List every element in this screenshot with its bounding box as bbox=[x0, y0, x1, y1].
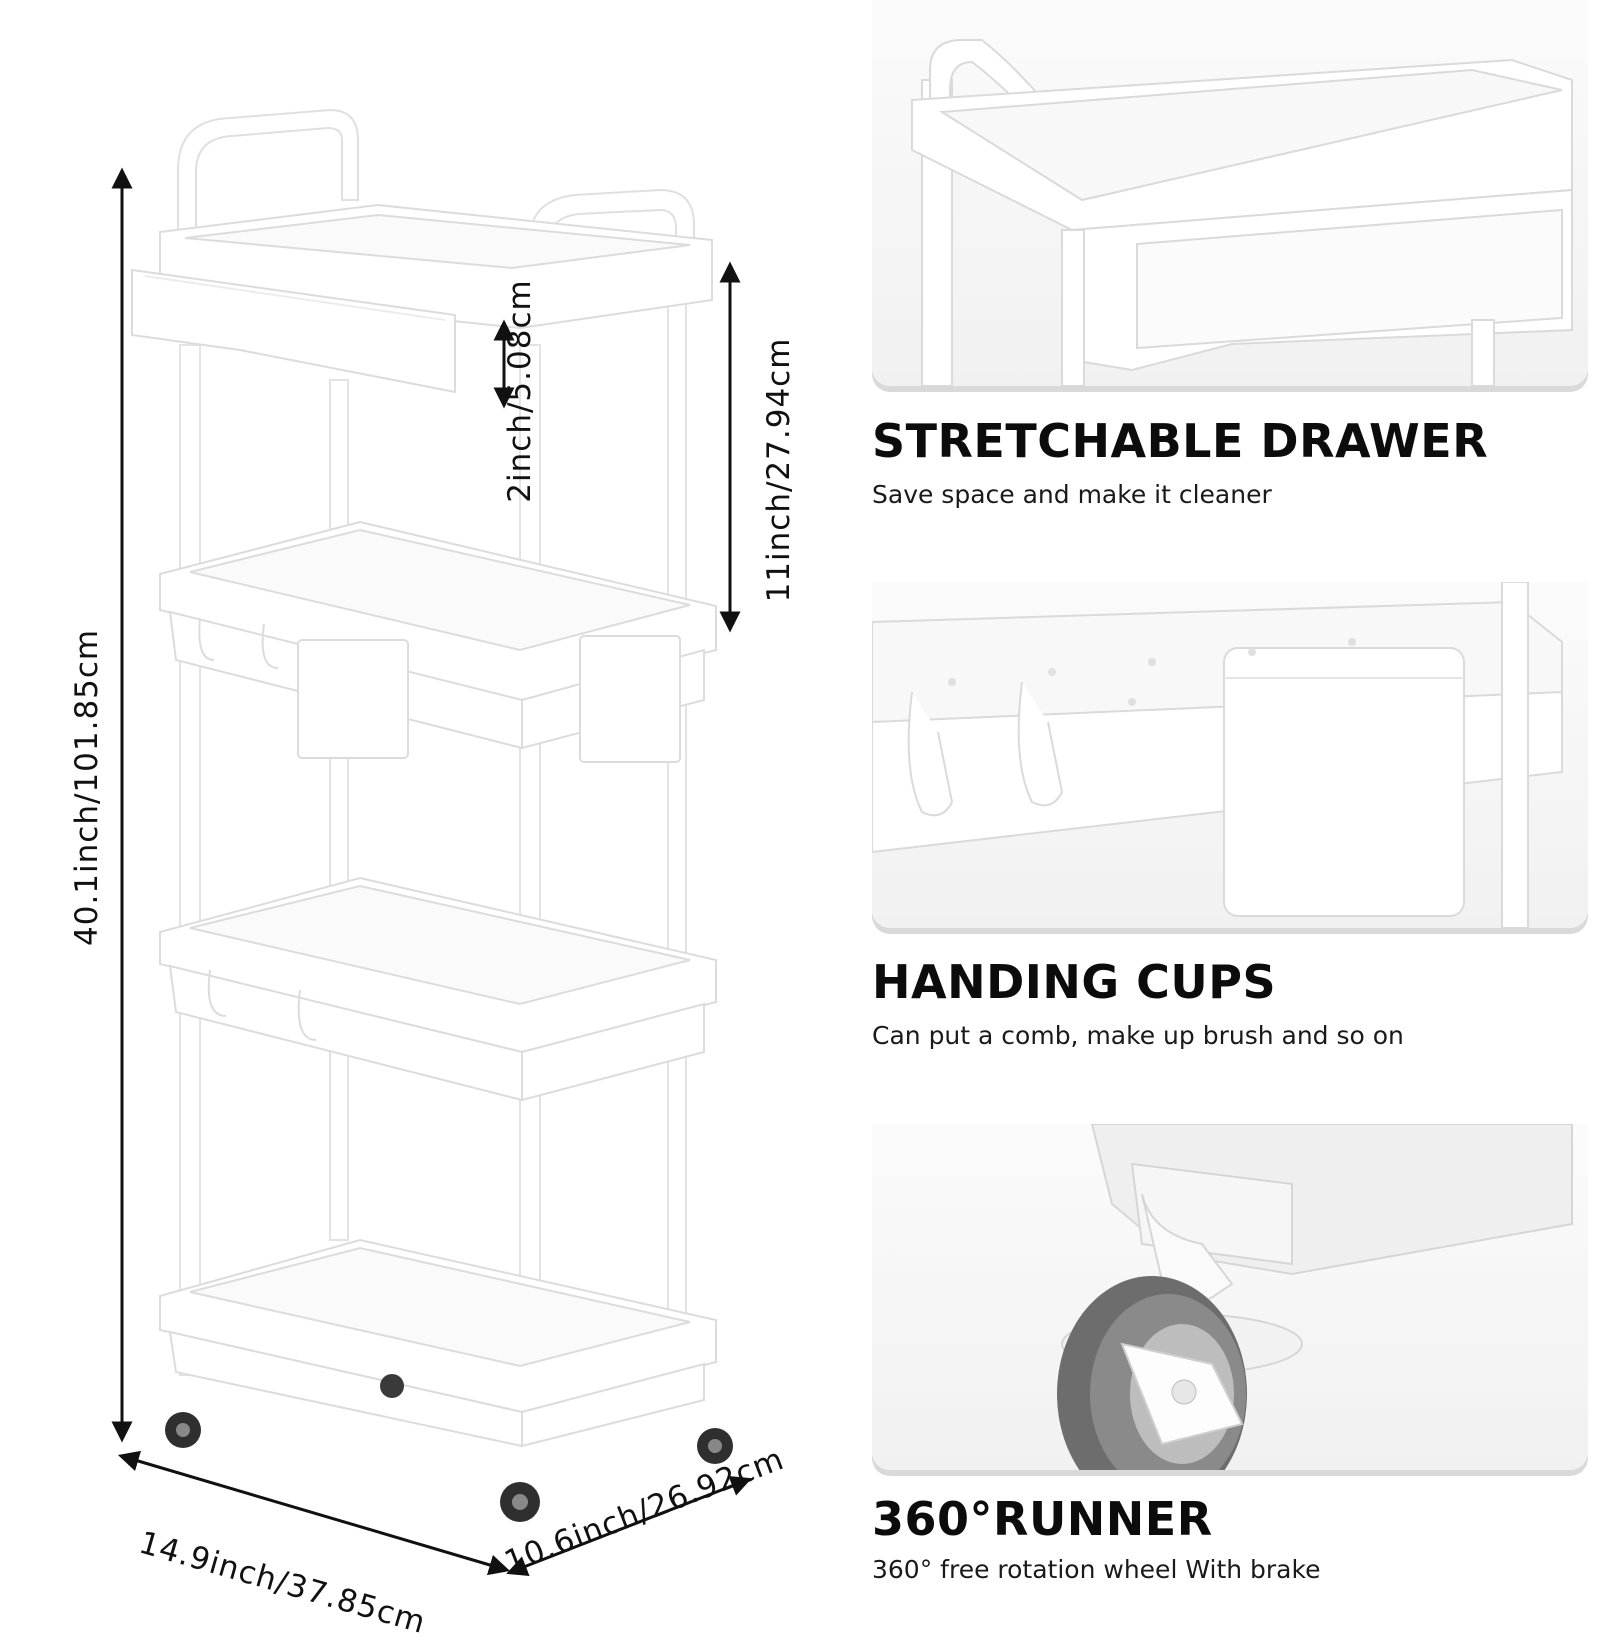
tier-3 bbox=[159, 876, 717, 1102]
feature-title-cups: HANDING CUPS bbox=[872, 955, 1277, 1009]
top-tray bbox=[131, 203, 713, 394]
feature-title-drawer: STRETCHABLE DRAWER bbox=[872, 414, 1489, 468]
tier-gap-label: 11inch/27.94cm bbox=[761, 337, 797, 603]
wheel-detail-image bbox=[872, 1124, 1588, 1470]
cups-detail-image bbox=[872, 582, 1588, 928]
dimension-arrows bbox=[111, 167, 752, 1576]
drawer-detail-image bbox=[872, 0, 1588, 386]
feature-desc-drawer: Save space and make it cleaner bbox=[872, 480, 1272, 509]
feature-desc-cups: Can put a comb, make up brush and so on bbox=[872, 1021, 1404, 1050]
height-total-label: 40.1inch/101.85cm bbox=[69, 628, 105, 946]
feature-title-runner: 360°RUNNER bbox=[872, 1492, 1213, 1546]
cart-illustration bbox=[111, 108, 752, 1576]
feature-desc-runner: 360° free rotation wheel With brake bbox=[872, 1555, 1321, 1584]
tier-2 bbox=[159, 520, 717, 763]
drawer-height-label: 2inch/5.08cm bbox=[502, 279, 538, 503]
tier-4 bbox=[159, 1238, 717, 1448]
